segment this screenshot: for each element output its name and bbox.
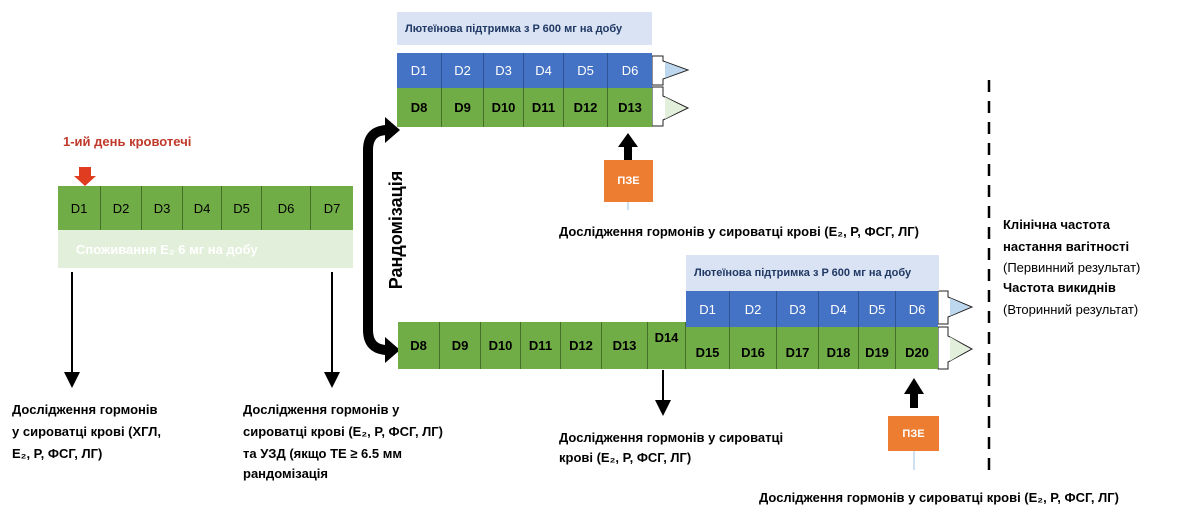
bottom-blue-cell: D1 [686, 291, 730, 327]
top-green-tip-fill [665, 97, 686, 119]
bottom-green2-cell: D17 [777, 327, 819, 369]
top-green-cell: D13 [608, 88, 652, 127]
randomization-bottom-arrowhead [385, 337, 400, 363]
bottom-pze-box: ПЗЕ [888, 416, 939, 451]
bottom-green-cell: D11 [521, 322, 561, 369]
randomization-bracket-bottom [363, 262, 389, 355]
top-blue-cell: D4 [524, 53, 564, 88]
top-blue-tip-fill [665, 62, 686, 78]
bottom-blue-tip-fill [950, 298, 970, 316]
bottom-blue-cell: D6 [896, 291, 938, 327]
row1-cell: D7 [311, 186, 353, 230]
bottom-luteal-banner: Лютеїнова підтримка з P 600 мг на добу [686, 255, 939, 291]
outcome-secondary-note: (Вторинний результат) [1003, 302, 1139, 317]
outcome-primary-title-1: Клінічна частота [1003, 217, 1110, 232]
row1-cell: D6 [262, 186, 311, 230]
left-caption-line1: Дослідження гормонів [12, 402, 158, 417]
top-blue-cell: D1 [397, 53, 442, 88]
mid-caption-line1: Дослідження гормонів у [243, 402, 400, 417]
top-luteal-banner: Лютеїнова підтримка з P 600 мг на добу [397, 12, 652, 45]
randomization-top-arrowhead [385, 117, 400, 143]
estradiol-intake-bar: Споживання E₂ 6 мг на добу [58, 230, 353, 268]
outcome-primary-note: (Первинний результат) [1003, 260, 1141, 275]
bottom-blue-cell: D2 [730, 291, 777, 327]
randomization-bracket-top [363, 125, 389, 262]
mid-caption-line2: сироватці крові (E₂, P, ФСГ, ЛГ) [243, 424, 443, 439]
bottom-green2-cell: D15 [686, 327, 730, 369]
top-blue-cell: D6 [608, 53, 652, 88]
bottom-blue-cell: D4 [819, 291, 859, 327]
row1-cell: D2 [101, 186, 142, 230]
bleeding-arrow [74, 167, 96, 186]
top-green-cell: D9 [442, 88, 484, 127]
top-up-arrow [618, 133, 638, 160]
top-green-cell: D11 [524, 88, 564, 127]
top-blue-cell: D2 [442, 53, 484, 88]
bleeding-day-label: 1-ий день кровотечі [63, 134, 192, 149]
left-caption-line2: у сироватці крові (ХГЛ, [12, 424, 161, 439]
row1-cell: D3 [142, 186, 183, 230]
left-caption-line3: E₂, P, ФСГ, ЛГ) [12, 446, 103, 461]
bottom-green2-cell: D18 [819, 327, 859, 369]
bottom-green-cell: D10 [481, 322, 521, 369]
bottom-up-arrow [904, 378, 924, 408]
bottom-green2-cell: D19 [859, 327, 896, 369]
top-hormone-caption: Дослідження гормонів у сироватці крові (… [559, 224, 919, 239]
randomization-label: Рандомізація [386, 170, 406, 290]
top-blue-cell: D5 [564, 53, 608, 88]
top-green-cell: D8 [397, 88, 442, 127]
outcome-secondary-title: Частота викиднів [1003, 280, 1116, 295]
bottom-mid-caption-line2: крові (E₂, P, ФСГ, ЛГ) [559, 450, 692, 465]
bottom-green-cell: D8 [398, 322, 440, 369]
top-green-cell: D10 [484, 88, 524, 127]
bottom-green2-cell: D20 [896, 327, 938, 369]
bottom-green-cell: D12 [561, 322, 602, 369]
row1-cell: D4 [183, 186, 222, 230]
bottom-green-cell: D13 [602, 322, 648, 369]
top-pze-box: ПЗЕ [604, 160, 653, 202]
top-blue-cell: D3 [484, 53, 524, 88]
bottom-green-tip-fill [950, 337, 970, 361]
bottom-green-cell: D14 [648, 322, 686, 369]
top-green-cell: D12 [564, 88, 608, 127]
bottom-hormone-caption: Дослідження гормонів у сироватці крові (… [759, 490, 1119, 505]
randomization-label-box: Рандомізація [384, 160, 408, 300]
bottom-blue-cell: D5 [859, 291, 896, 327]
row1-cell: D5 [222, 186, 262, 230]
outcome-primary-title-2: настання вагітності [1003, 239, 1130, 254]
mid-caption-line4: рандомізація [243, 466, 328, 481]
bottom-green2-cell: D16 [730, 327, 777, 369]
bottom-mid-caption-line1: Дослідження гормонів у сироватці [559, 430, 784, 445]
row1-cell: D1 [58, 186, 101, 230]
bottom-blue-cell: D3 [777, 291, 819, 327]
mid-caption-line3: та УЗД (якщо ТЕ ≥ 6.5 мм [243, 446, 402, 461]
bottom-green-cell: D9 [440, 322, 481, 369]
